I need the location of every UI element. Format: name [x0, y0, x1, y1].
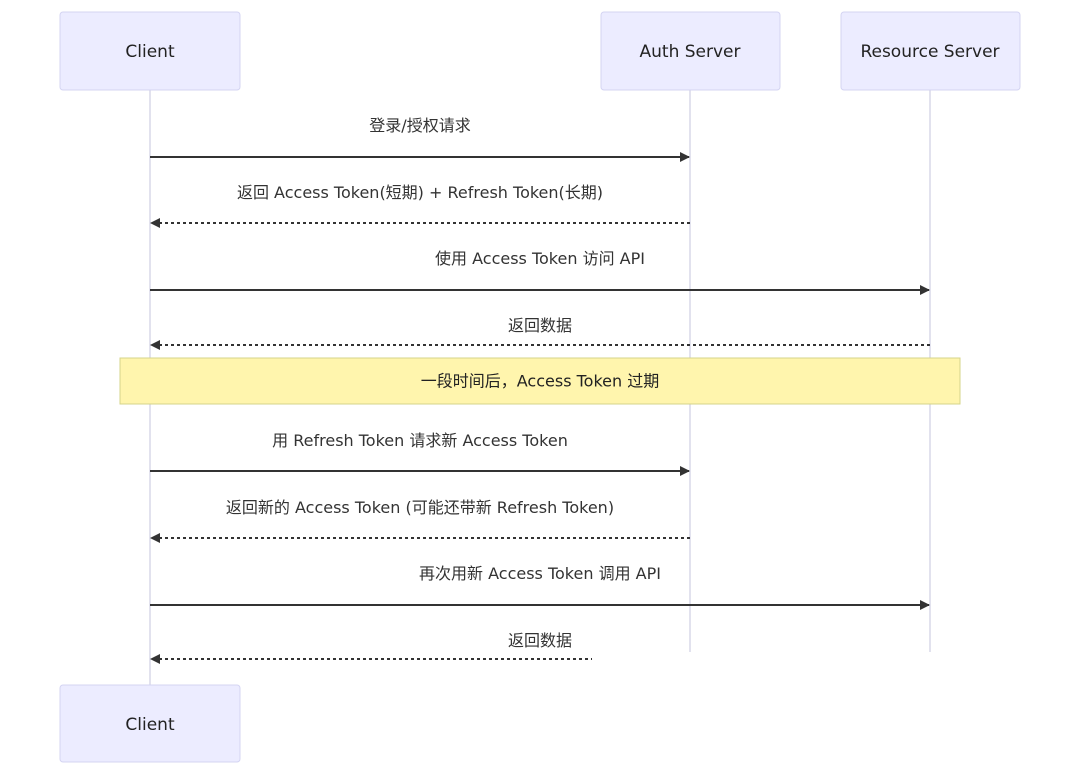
actor-client-top: Client: [59, 11, 241, 91]
note-token-expired: 一段时间后，Access Token 过期: [119, 357, 961, 405]
message-label: 返回数据: [508, 631, 572, 650]
message-label: 使用 Access Token 访问 API: [435, 249, 645, 268]
actor-client-bottom: Client: [59, 684, 241, 763]
actor-label: Client: [125, 42, 175, 62]
actor-label: Resource Server: [860, 42, 999, 62]
message-label: 用 Refresh Token 请求新 Access Token: [272, 431, 568, 450]
note-text: 一段时间后，Access Token 过期: [421, 372, 659, 391]
message-label: 登录/授权请求: [369, 116, 470, 135]
blank-overlay: [592, 652, 1080, 775]
message-label: 再次用新 Access Token 调用 API: [419, 564, 661, 583]
message-label: 返回新的 Access Token (可能还带新 Refresh Token): [226, 498, 614, 517]
actor-resource-server-top: Resource Server: [840, 11, 1021, 91]
actor-auth-server-top: Auth Server: [600, 11, 781, 91]
actor-label: Auth Server: [640, 42, 741, 62]
actor-label: Client: [125, 715, 175, 735]
message-label: 返回 Access Token(短期) + Refresh Token(长期): [237, 183, 603, 202]
message-label: 返回数据: [508, 316, 572, 335]
